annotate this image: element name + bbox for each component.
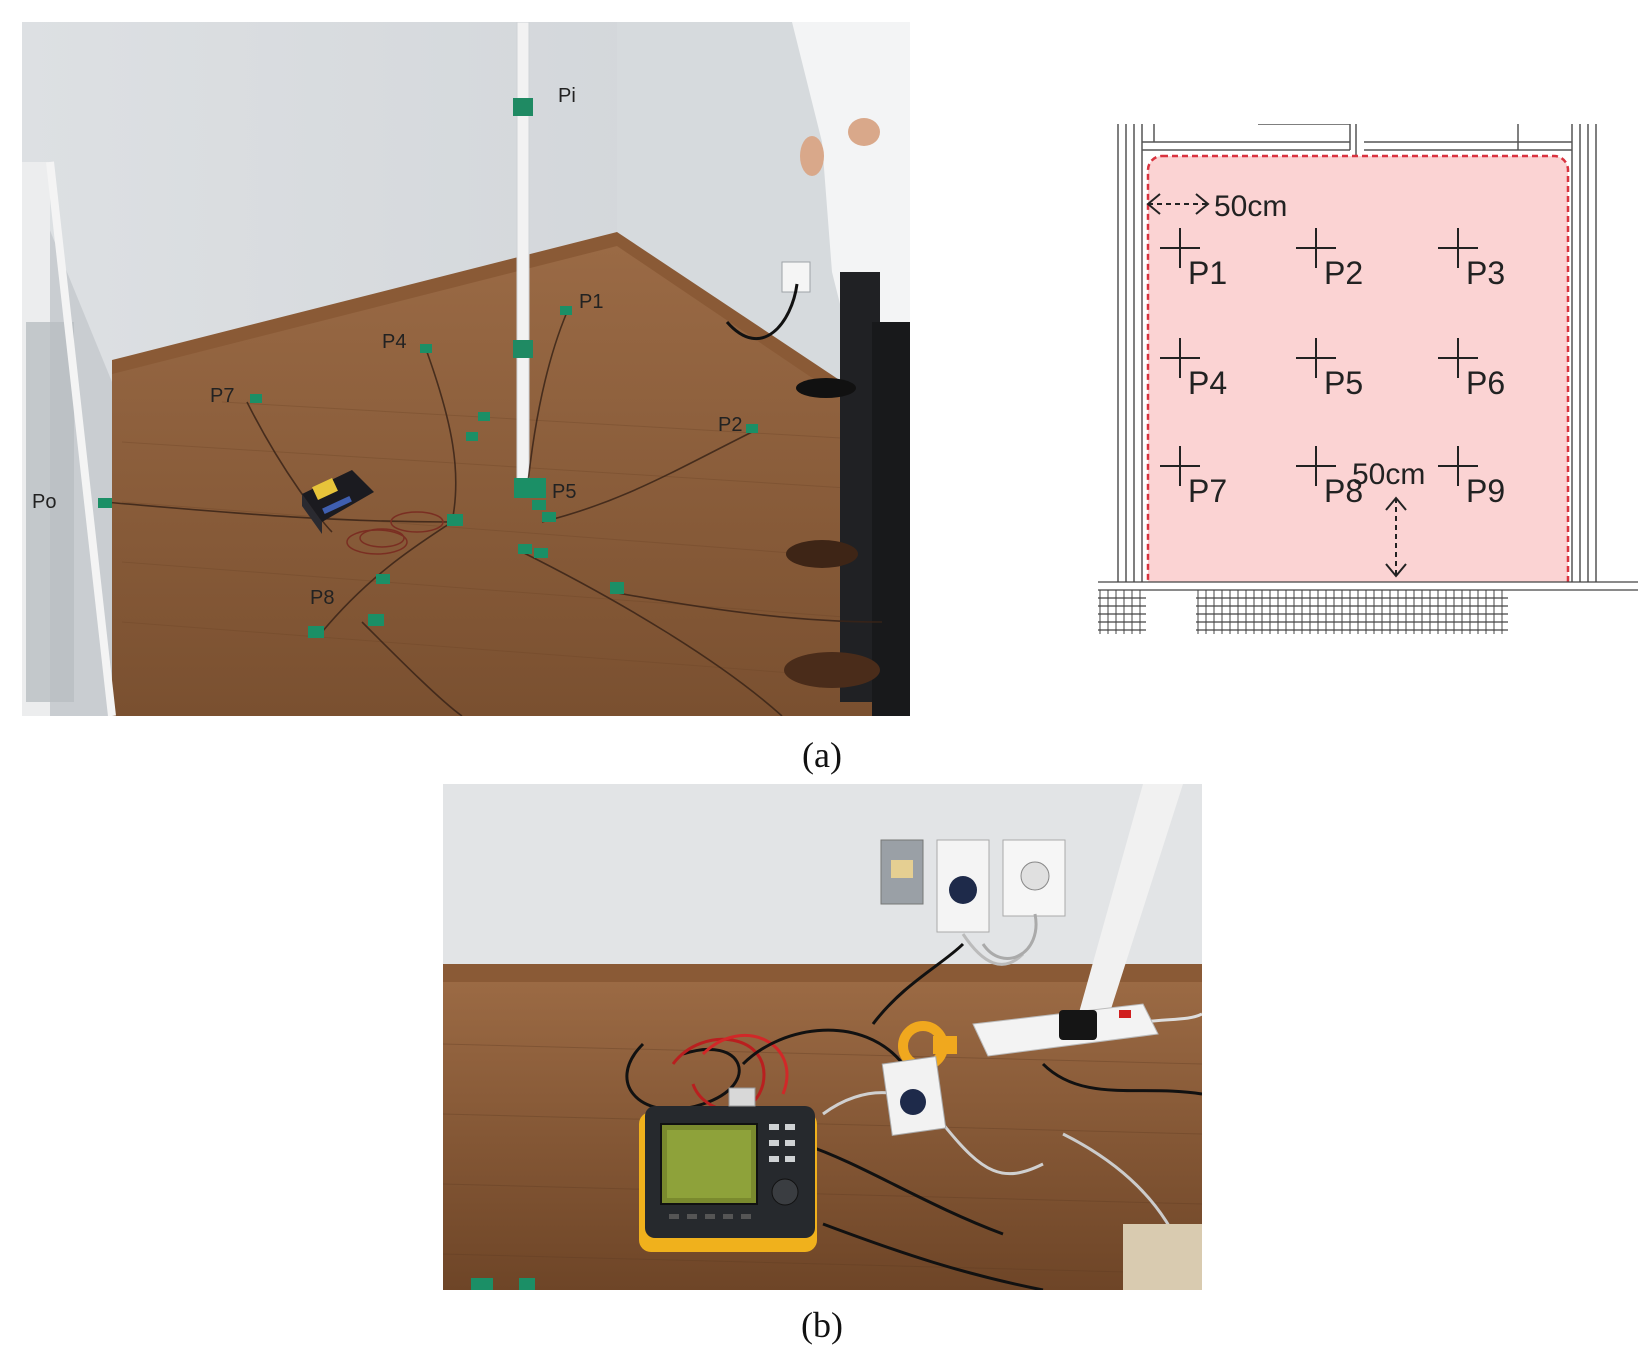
power-analyzer-photo	[443, 784, 1202, 1290]
breaker-dial	[949, 876, 977, 904]
bottom-wall-hatch	[1098, 581, 1638, 631]
label-p8: P8	[310, 587, 334, 609]
point-marker	[1296, 338, 1336, 378]
sensor-box	[881, 1056, 947, 1136]
baseboard	[443, 964, 1202, 982]
point-marker	[1438, 446, 1478, 486]
label-p1: P1	[579, 291, 603, 313]
point-marker	[1438, 228, 1478, 268]
label-p4: P4	[382, 331, 406, 353]
socket-hole	[1020, 861, 1050, 891]
person	[784, 22, 910, 716]
plan-label-p7: P7	[1188, 473, 1227, 509]
label-p7: P7	[210, 385, 234, 407]
power-analyzer-device	[639, 1087, 817, 1252]
side-dimension-label: 50cm	[1214, 190, 1287, 223]
plan-label-p3: P3	[1466, 255, 1505, 291]
pole-tape-bottom	[513, 340, 533, 358]
plan-label-p2: P2	[1324, 255, 1363, 291]
data-logger-box	[302, 470, 374, 534]
power-strip	[972, 1003, 1159, 1057]
wall-plate-label	[891, 860, 913, 878]
floor-grain	[443, 1043, 1202, 1275]
plan-label-p9: P9	[1466, 473, 1505, 509]
baseboard	[112, 232, 617, 374]
wall	[443, 784, 1202, 974]
cable-coil	[346, 511, 444, 555]
bottom-wall	[1098, 582, 1638, 634]
point-marker	[1296, 228, 1336, 268]
plan-label-p5: P5	[1324, 365, 1363, 401]
label-p2: P2	[718, 414, 742, 436]
measurement-room-photo: Pi Po P1 P2 P4 P5 P7 P8	[22, 22, 910, 716]
floor-plan-drawing: 50cm 50cm P1 P2 P3 P4 P5 P6 P7 P8 P9	[1098, 124, 1638, 634]
label-pi: Pi	[558, 85, 576, 107]
point-marker	[1160, 338, 1200, 378]
dimension-arrows	[1148, 203, 1397, 576]
plan-label-p4: P4	[1188, 365, 1227, 401]
floor-grain	[121, 401, 910, 683]
probe-clip	[519, 1278, 535, 1290]
wooden-floor	[112, 244, 910, 716]
caption-b: (b)	[801, 1305, 843, 1345]
arrow-heads	[1146, 193, 1407, 578]
bottom-wall-hatch-vertical	[1099, 590, 1503, 634]
label-po: Po	[32, 491, 56, 513]
door-glass	[26, 322, 74, 702]
plan-label-p1: P1	[1188, 255, 1227, 291]
beige-device	[1123, 1224, 1202, 1290]
probe-clip	[471, 1278, 493, 1290]
plan-label-p6: P6	[1466, 365, 1505, 401]
label-p5: P5	[552, 481, 576, 503]
power-analyzer-illustration	[443, 784, 1202, 1290]
plan-label-p8: P8	[1324, 473, 1363, 509]
point-marker	[1160, 228, 1200, 268]
measurement-floor-plan: 50cm 50cm P1 P2 P3 P4 P5 P6 P7 P8 P9	[1098, 124, 1638, 634]
probe-clips	[98, 306, 758, 638]
point-marker	[1160, 446, 1200, 486]
measurement-pole	[516, 22, 530, 493]
caption-a: (a)	[802, 735, 842, 775]
probe-wires	[103, 311, 883, 716]
plan-walls	[1117, 124, 1597, 634]
door-edge	[46, 161, 116, 716]
measurement-room-illustration: Pi Po P1 P2 P4 P5 P7 P8	[22, 22, 910, 716]
measurement-points	[1160, 228, 1478, 486]
white-frame	[1073, 784, 1183, 1034]
pole-tape-top	[513, 98, 533, 116]
point-marker	[1438, 338, 1478, 378]
point-marker	[1296, 446, 1336, 486]
bottom-dimension-label: 50cm	[1352, 458, 1425, 491]
outlet-cable	[725, 283, 799, 340]
